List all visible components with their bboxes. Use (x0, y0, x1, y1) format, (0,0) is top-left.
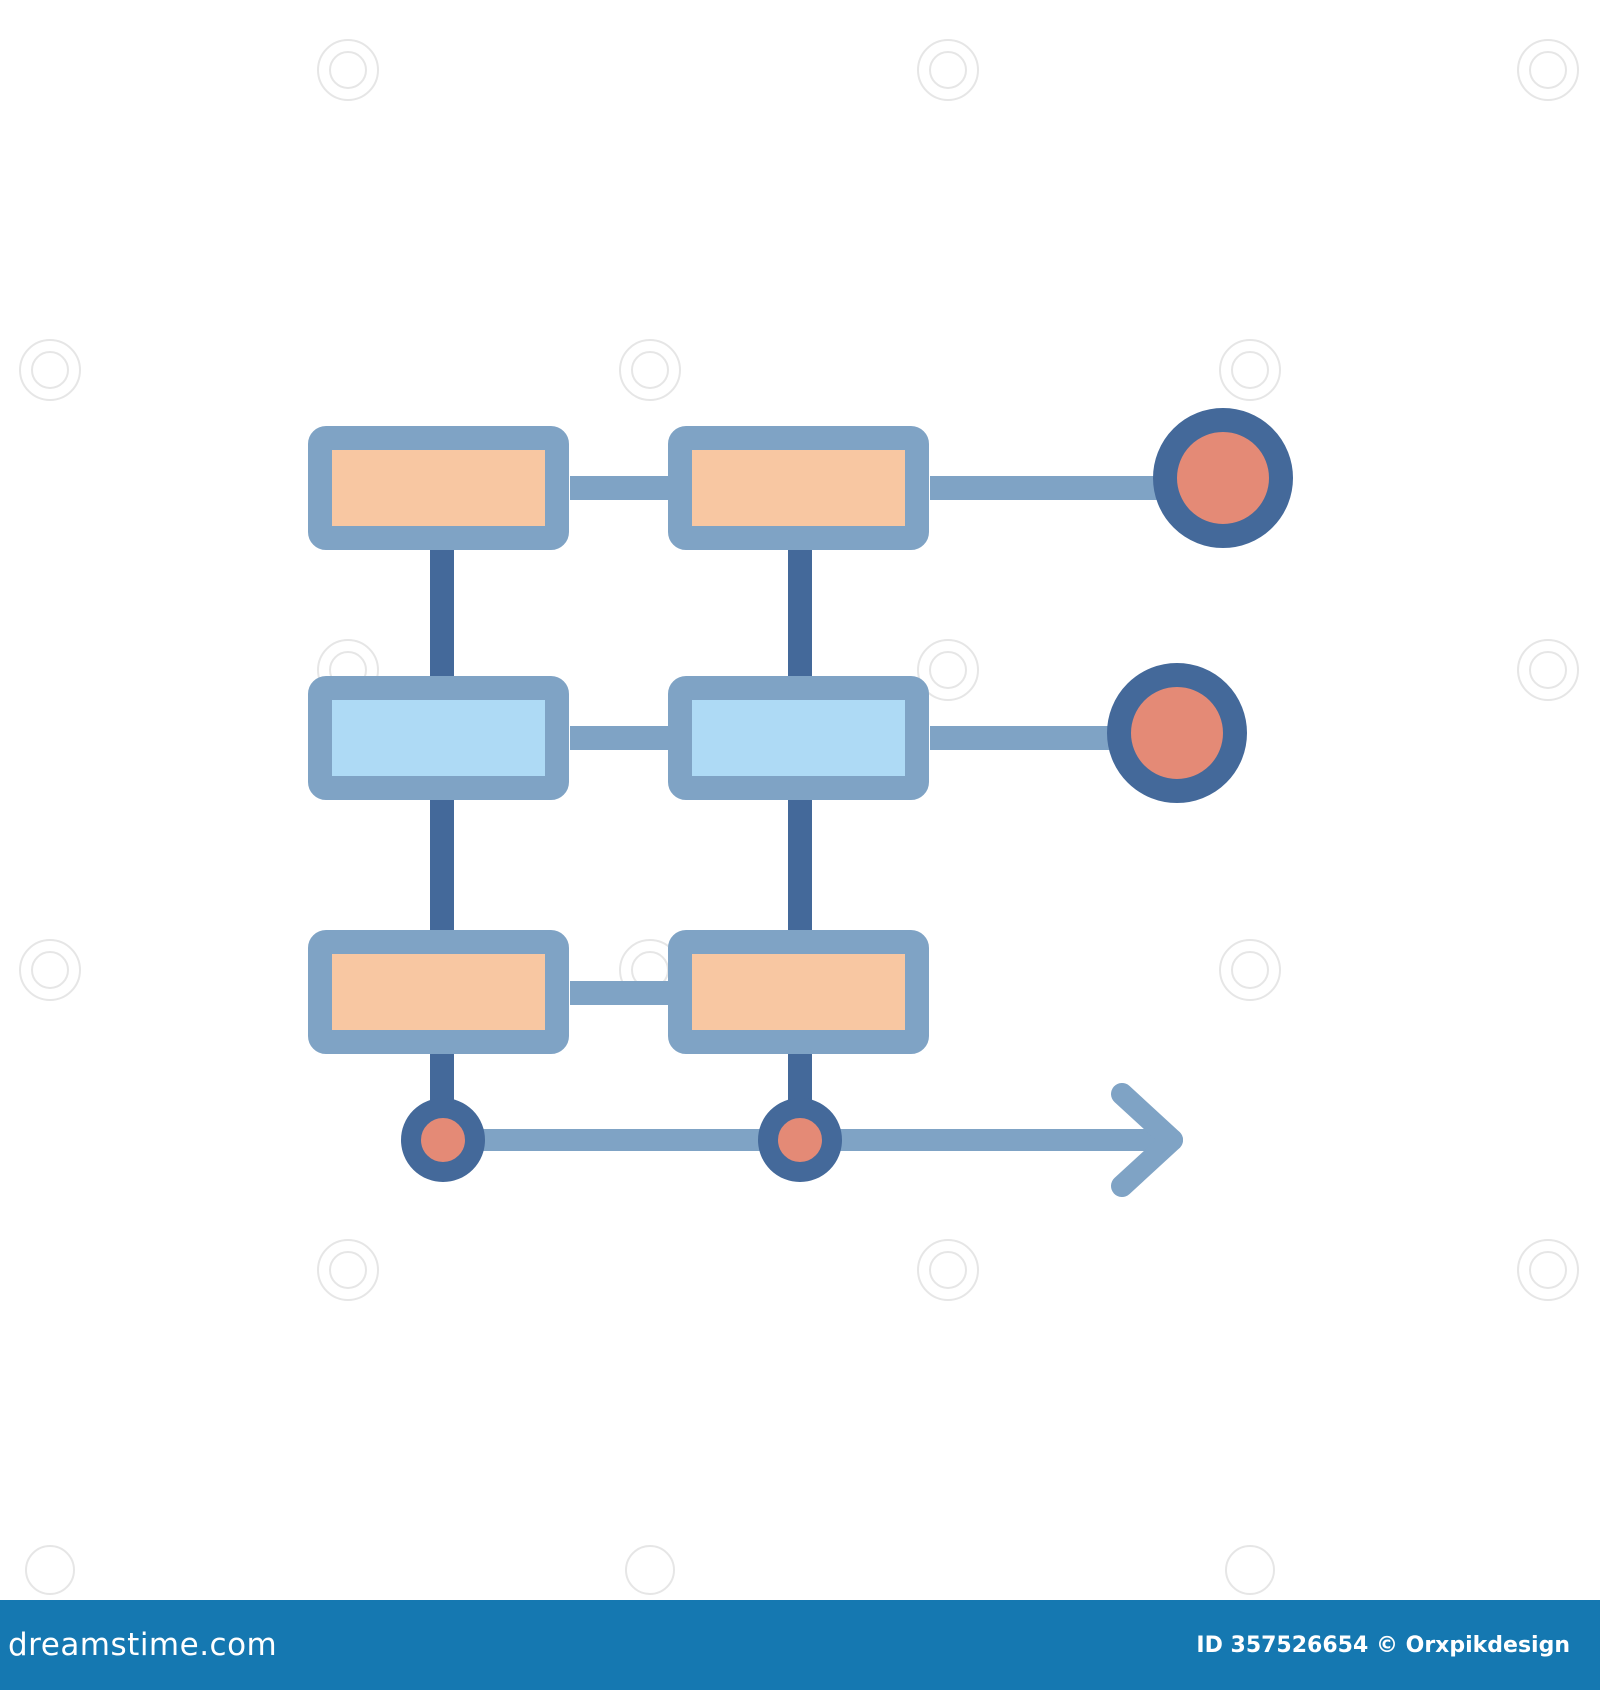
box-row2-col2 (668, 676, 929, 800)
node-row1 (1153, 408, 1293, 548)
process-boxes (308, 426, 929, 1054)
illustration (19, 39, 1579, 1595)
timeline-node-1 (401, 1098, 485, 1182)
workflow-diagram-icon (19, 39, 1579, 1595)
author-credit: © Orxpikdesign (1375, 1632, 1570, 1658)
node-row2 (1107, 663, 1247, 803)
timeline-node-2 (758, 1098, 842, 1182)
image-id: ID 357526654 (1196, 1632, 1369, 1658)
box-row1-col2 (668, 426, 929, 550)
box-row2-col1 (308, 676, 569, 800)
box-row3-col2 (668, 930, 929, 1054)
brand-label: dreamstime.com (8, 1627, 278, 1663)
box-row1-col1 (308, 426, 569, 550)
timeline-nodes (401, 1098, 842, 1182)
end-nodes (1107, 408, 1293, 803)
image-credit: ID 357526654 © Orxpikdesign (1196, 1633, 1570, 1658)
footer-bar: dreamstime.com ID 357526654 © Orxpikdesi… (0, 1600, 1600, 1690)
box-row3-col1 (308, 930, 569, 1054)
horizontal-connectors (570, 476, 1162, 1005)
watermark (19, 39, 1579, 1595)
